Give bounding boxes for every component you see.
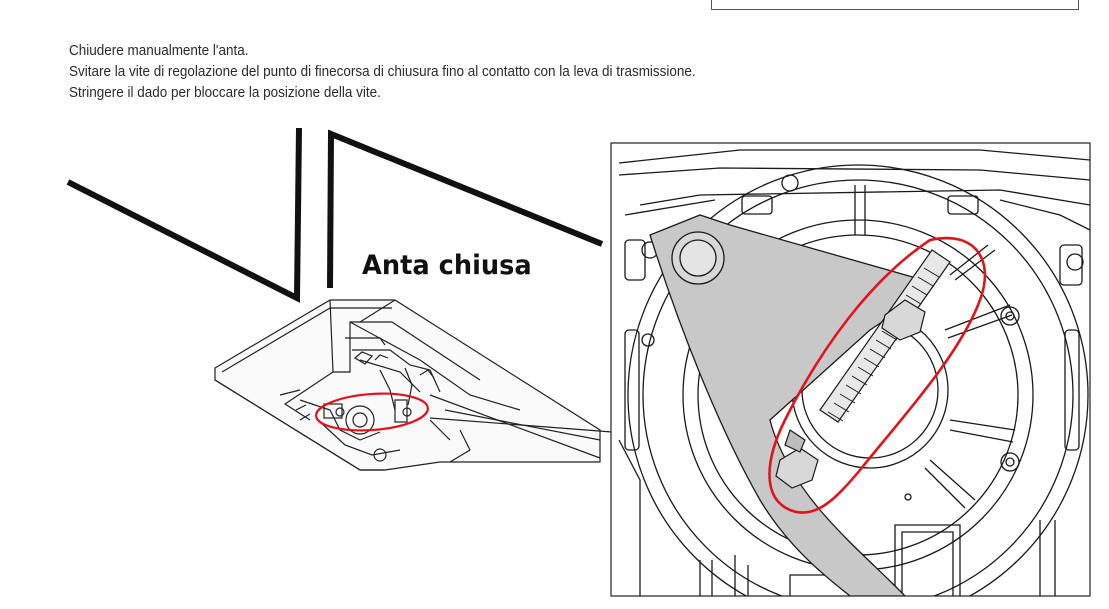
instruction-line-2: Svitare la vite di regolazione del punto… [69, 64, 696, 80]
instructions: Chiudere manualmente l'anta. Svitare la … [69, 41, 696, 104]
zoom-detail [618, 149, 1090, 596]
adjustment-screw [775, 249, 951, 489]
opener-drawing [214, 299, 601, 471]
gate-closed-lines [66, 127, 604, 303]
highlight-small [315, 392, 429, 432]
highlight-large [768, 236, 987, 514]
caption-closed-leaf: Anta chiusa [362, 250, 532, 281]
transmission-lever [649, 214, 932, 596]
instruction-line-1: Chiudere manualmente l'anta. [69, 43, 249, 59]
leader-line [429, 417, 613, 433]
instruction-line-3: Stringere il dado per bloccare la posizi… [69, 85, 381, 101]
header-box [711, 0, 1079, 10]
